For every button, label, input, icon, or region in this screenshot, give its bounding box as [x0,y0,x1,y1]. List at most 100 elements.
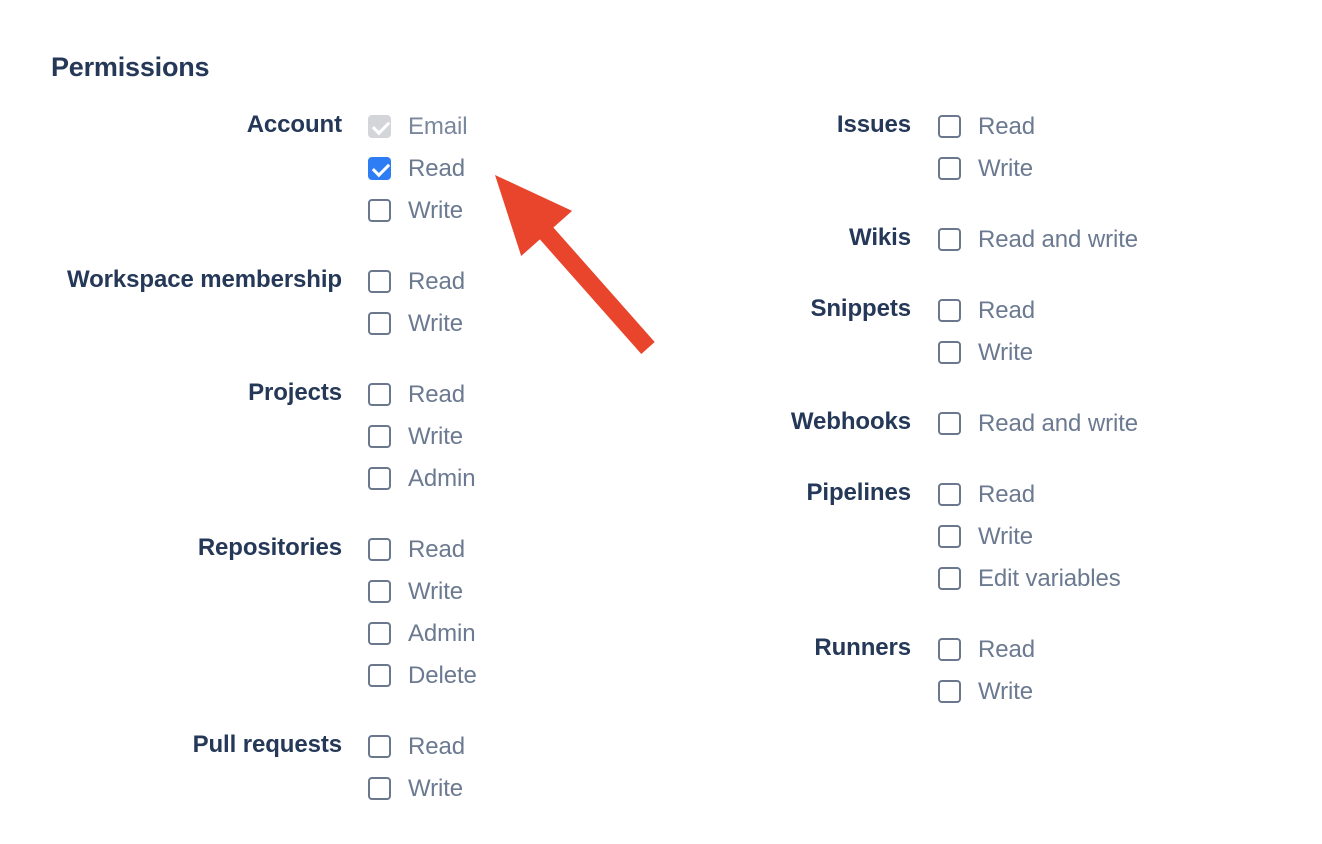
checkbox-unchecked-icon[interactable] [368,776,391,800]
permission-group-label: Runners [814,634,911,661]
permission-option-label: Read [408,535,465,563]
permission-option[interactable]: Read [368,147,468,189]
permission-option-label: Delete [408,661,477,689]
permission-option-label: Write [408,774,464,802]
permission-option[interactable]: Write [368,189,468,231]
permission-option[interactable]: Read and write [938,402,1138,444]
checkbox-unchecked-icon[interactable] [938,340,961,364]
checkbox-unchecked-icon[interactable] [938,411,961,435]
permission-option-label: Write [978,522,1034,550]
permission-option[interactable]: Read [368,373,476,415]
checkbox-unchecked-icon[interactable] [368,198,391,222]
permission-option[interactable]: Read [368,260,465,302]
checkbox-unchecked-icon[interactable] [368,734,391,758]
checkbox-unchecked-icon[interactable] [938,637,961,661]
checkbox-unchecked-icon[interactable] [368,311,391,335]
checkbox-unchecked-icon[interactable] [938,566,961,590]
check-mark-icon [371,158,391,178]
permission-option[interactable]: Read [938,289,1035,331]
permission-option[interactable]: Read [938,473,1121,515]
checkbox-unchecked-icon[interactable] [938,679,961,703]
permission-option[interactable]: Write [938,147,1035,189]
permission-group-label: Snippets [810,295,911,322]
checkbox-checked-icon[interactable] [368,156,391,180]
checkbox-unchecked-icon[interactable] [938,227,961,251]
permission-option[interactable]: Write [938,331,1035,373]
permission-group-label: Repositories [197,534,342,561]
permission-option-label: Read [408,732,465,760]
permission-option[interactable]: Delete [368,654,477,696]
permission-group: Wikis Read and write [660,218,1322,260]
checkbox-unchecked-icon[interactable] [368,466,391,490]
checkbox-unchecked-icon[interactable] [368,424,391,448]
permission-option-label: Read [408,154,465,182]
checkbox-unchecked-icon[interactable] [368,269,391,293]
permission-option-label: Read [978,296,1035,324]
permission-option[interactable]: Email [368,105,468,147]
checkbox-unchecked-icon[interactable] [938,298,961,322]
permission-option-label: Write [978,154,1034,182]
permission-option-label: Read [978,480,1035,508]
checkbox-unchecked-icon[interactable] [368,621,391,645]
check-mark-icon [371,116,391,136]
checkbox-unchecked-icon[interactable] [368,663,391,687]
permission-option[interactable]: Read [368,528,477,570]
permission-option-label: Read and write [978,409,1139,437]
page-title: Permissions [51,52,210,82]
checkbox-unchecked-icon[interactable] [938,482,961,506]
permission-option-list: Read and write [911,218,1138,260]
permission-option-label: Write [978,677,1034,705]
permission-option-label: Write [408,422,464,450]
permission-option[interactable]: Write [368,767,465,809]
permission-option-label: Read and write [978,225,1139,253]
permission-option[interactable]: Write [938,670,1035,712]
permission-option[interactable]: Write [368,415,476,457]
permission-group-label: Issues [836,111,911,138]
checkbox-unchecked-icon[interactable] [938,156,961,180]
permission-group-label: Pull requests [192,731,343,758]
permission-option-label: Read [978,112,1035,140]
permission-option[interactable]: Admin [368,457,476,499]
permission-option[interactable]: Read [938,105,1035,147]
permission-option[interactable]: Read and write [938,218,1138,260]
checkbox-unchecked-icon[interactable] [938,114,961,138]
permission-option[interactable]: Write [368,302,465,344]
permission-option[interactable]: Write [368,570,477,612]
permission-option-label: Write [408,577,464,605]
permission-option[interactable]: Read [938,628,1035,670]
permission-option[interactable]: Write [938,515,1121,557]
checkbox-unchecked-icon[interactable] [368,382,391,406]
permission-option[interactable]: Read [368,725,465,767]
permission-option-list: Read and write [911,402,1138,444]
permission-option[interactable]: Admin [368,612,477,654]
permission-group-label: Webhooks [790,408,911,435]
permission-option-label: Read [408,267,465,295]
permission-option-label: Admin [408,619,476,647]
checkbox-unchecked-icon[interactable] [368,579,391,603]
permission-group-label: Workspace membership [67,266,342,293]
permission-option[interactable]: Edit variables [938,557,1121,599]
permission-group-label: Pipelines [806,479,912,506]
checkbox-checked-disabled-icon [368,114,391,138]
permission-group-label: Projects [248,379,342,406]
permission-group-label: Wikis [849,224,911,251]
checkbox-unchecked-icon[interactable] [938,524,961,548]
checkbox-unchecked-icon[interactable] [368,537,391,561]
permission-option-label: Write [408,309,464,337]
permission-group: Webhooks Read and write [660,402,1322,444]
